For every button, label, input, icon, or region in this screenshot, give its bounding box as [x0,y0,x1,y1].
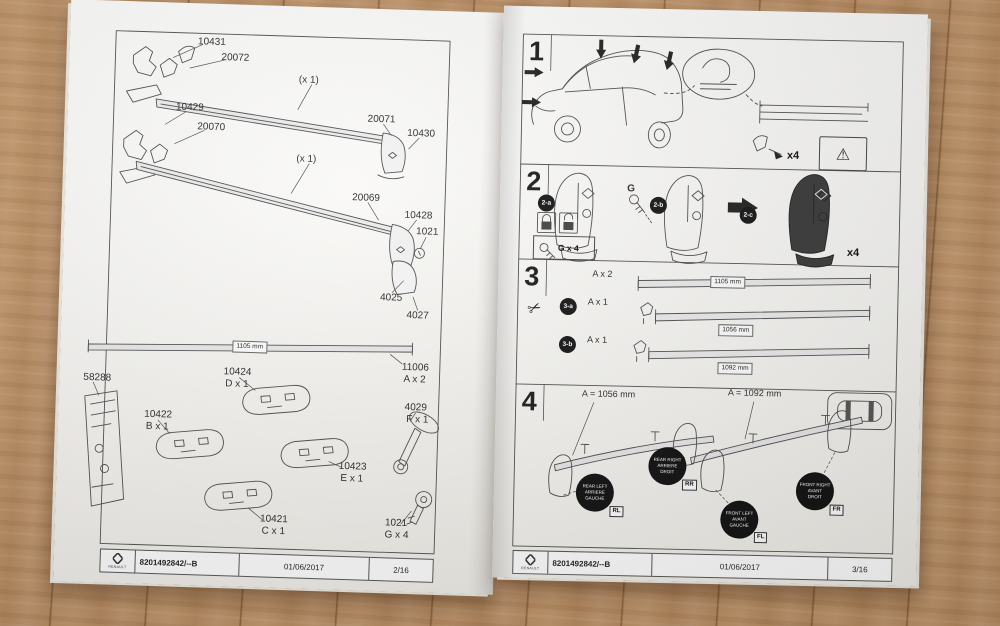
gx4-label: G x 4 [557,242,579,254]
manual-left-page: 10431 20072 10429 20070 (x 1) 20071 1043… [52,0,512,595]
part-label-10429: 10429 [175,101,204,114]
leader-lines [92,44,427,525]
step-divider-lines [515,163,902,393]
fitting-kit-card-drawing [84,390,125,507]
qty-label-1021: G x 4 [384,529,409,542]
page-number: 3/16 [827,557,892,581]
door-frame-strip-drawing [759,100,869,124]
part-label-1021-bottom: 1021 [384,517,408,530]
step4-assemblies-drawing [547,392,893,505]
lower-roof-bar-drawing [135,160,425,296]
warning-box: ⚠ [818,136,868,172]
step3-ax2-label: A x 2 [592,268,613,279]
part-label-10422: 10422 [144,408,173,421]
part-number: 8201492842/--B [134,550,239,576]
foot-2b-drawing [662,174,710,265]
step3b-qty-label: A x 1 [586,334,608,345]
part-label-10431: 10431 [197,36,226,49]
mounting-point-arrows [521,39,674,108]
padlock-icons [536,211,579,234]
dim-1105: 1105 mm [710,276,746,289]
step-4-number: 4 [521,386,538,417]
part-label-10430: 10430 [407,127,436,140]
clamp-insert-drawing [752,135,783,160]
car-drawing [531,49,684,149]
document-date: 01/06/2017 [238,553,369,580]
diagram-frame [99,30,451,555]
part-label-20069: 20069 [351,192,381,205]
step-3-number: 3 [524,261,540,292]
part-label-20070: 20070 [197,121,226,134]
gx4-box: G x 4 [532,235,596,261]
magnifier-detail-drawing [663,48,763,107]
part-label-10423: 10423 [338,460,367,473]
left-page-artwork [84,30,451,555]
code-fr: FR [829,504,844,516]
step4-a1056-label: A = 1056 mm [581,388,636,400]
step3-bars-drawing [633,273,871,363]
qty-label-11006: A x 2 [403,373,426,386]
upper-roof-bar-drawing [155,98,406,180]
part-label-10428: 10428 [404,209,433,222]
part-label-58288: 58288 [83,371,112,384]
key-gx4-icon [539,243,556,260]
dim-1092: 1092 mm [717,362,753,375]
badge-line: GAUCHE [585,495,605,501]
code-rr: RR [681,479,697,491]
code-rl: RL [609,505,624,518]
part-label-10424: 10424 [223,366,252,379]
bar-dimension-label: 1105 mm [232,340,268,354]
qty-label-x1-bottom: (x 1) [296,153,317,166]
dim-1056: 1056 mm [718,324,754,337]
step1-x4-label: x4 [786,149,800,162]
foot-2c-drawing [787,173,836,268]
right-page-footer: RENAULT 8201492842/--B 01/06/2017 3/16 [512,549,893,582]
qty-label-10423: E x 1 [340,472,364,485]
qty-label-10422: B x 1 [145,420,169,433]
renault-diamond-icon [525,554,536,566]
step-2-number: 2 [526,166,542,197]
steps-frame [512,33,904,555]
part-number: 8201492842/--B [547,551,652,576]
qty-label-x1-top: (x 1) [298,74,319,87]
key-g-icon [629,194,652,224]
renault-diamond-icon [112,552,123,565]
torque-key-drawing [393,411,440,475]
qty-label-10424: D x 1 [225,378,249,390]
part-label-10421: 10421 [259,513,288,526]
renault-logo: RENAULT [100,549,135,572]
warning-icon: ⚠ [835,144,851,164]
manual-right-page: 1 2 3 4 x4 ⚠ 2-a 2-b 2-c G G x 4 x4 A x … [492,5,928,587]
right-page-artwork [512,33,904,555]
roof-top-view-icon [826,392,893,431]
code-fl: FL [753,531,768,544]
page-number: 2/16 [368,557,433,582]
clamp-parts-drawing [119,45,196,184]
badge-line: GAUCHE [729,522,749,528]
step-1-number: 1 [528,36,545,67]
badge-line: DROIT [807,494,822,500]
step4-a1092-label: A = 1092 mm [727,387,782,399]
part-label-4029: 4029 [404,401,428,414]
left-page-footer: RENAULT 8201492842/--B 01/06/2017 2/16 [99,548,434,583]
rubber-pads-drawing [155,383,350,513]
part-label-4027: 4027 [406,309,429,322]
renault-logo: RENAULT [513,551,547,574]
step2-x4-label: x4 [846,246,860,260]
part-label-1021-top: 1021 [415,226,439,238]
step3a-qty-label: A x 1 [587,296,608,307]
badge-line: DROIT [660,468,675,475]
qty-label-10421: C x 1 [261,525,286,538]
document-date: 01/06/2017 [651,553,828,580]
part-label-4025: 4025 [379,292,403,304]
part-label-20071: 20071 [367,113,396,126]
lock-key-drawing [406,491,433,525]
brand-text: RENAULT [108,564,127,570]
qty-label-4029: F x 1 [406,413,429,426]
brand-text: RENAULT [521,566,540,571]
part-label-11006: 11006 [401,361,430,374]
part-label-20072: 20072 [221,51,250,64]
key-g-label: G [627,183,636,195]
step-number-dividers [542,34,552,421]
